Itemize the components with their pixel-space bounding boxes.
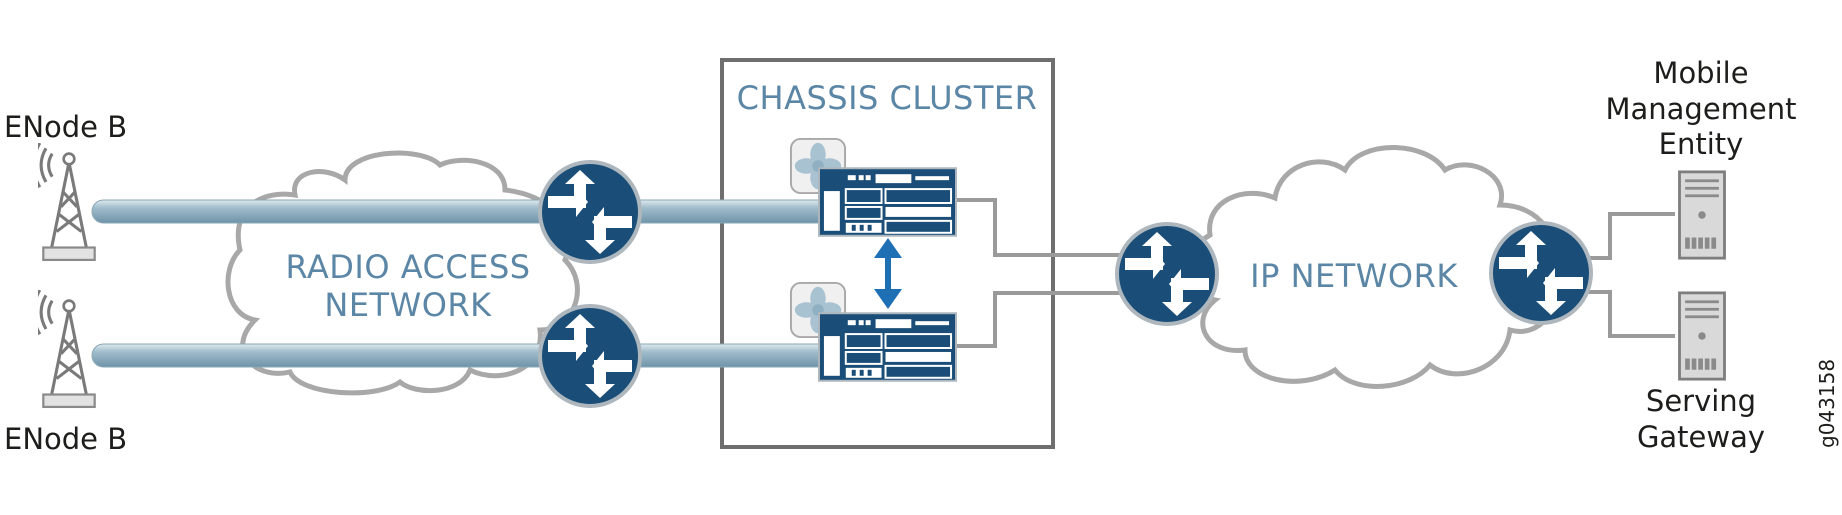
cluster-link-arrow-icon [874, 238, 902, 309]
chassis-cluster-label: CHASSIS CLUSTER [737, 79, 1038, 117]
ip-network-label: IP NETWORK [1250, 257, 1458, 295]
mme-label-line2: Management [1605, 92, 1796, 126]
radio-access-network-label-line2: NETWORK [324, 286, 492, 324]
firewall-device-icon [818, 312, 957, 382]
cell-tower-icon [38, 143, 97, 262]
serving-gateway-label-line2: Gateway [1637, 420, 1765, 454]
cell-tower-icon [38, 290, 97, 409]
server-icon [1678, 291, 1726, 381]
enodeb-top-label: ENode B [4, 110, 127, 144]
firewall-device-icon [818, 167, 957, 237]
pipe-bottom [91, 343, 833, 368]
router-icon [1489, 221, 1593, 325]
mme-label-line3: Entity [1659, 127, 1744, 161]
connection-lines [955, 198, 1675, 348]
figure-id-label: g043158 [1815, 359, 1839, 448]
router-icon [538, 304, 642, 408]
serving-gateway-label-line1: Serving [1646, 384, 1756, 418]
mme-label-line1: Mobile [1653, 56, 1748, 90]
pipe-top [91, 199, 833, 224]
enodeb-bottom-label: ENode B [4, 422, 127, 456]
router-icon [538, 160, 642, 264]
router-icon [1115, 222, 1219, 326]
radio-access-network-label-line1: RADIO ACCESS [285, 248, 530, 286]
server-icon [1678, 170, 1726, 260]
